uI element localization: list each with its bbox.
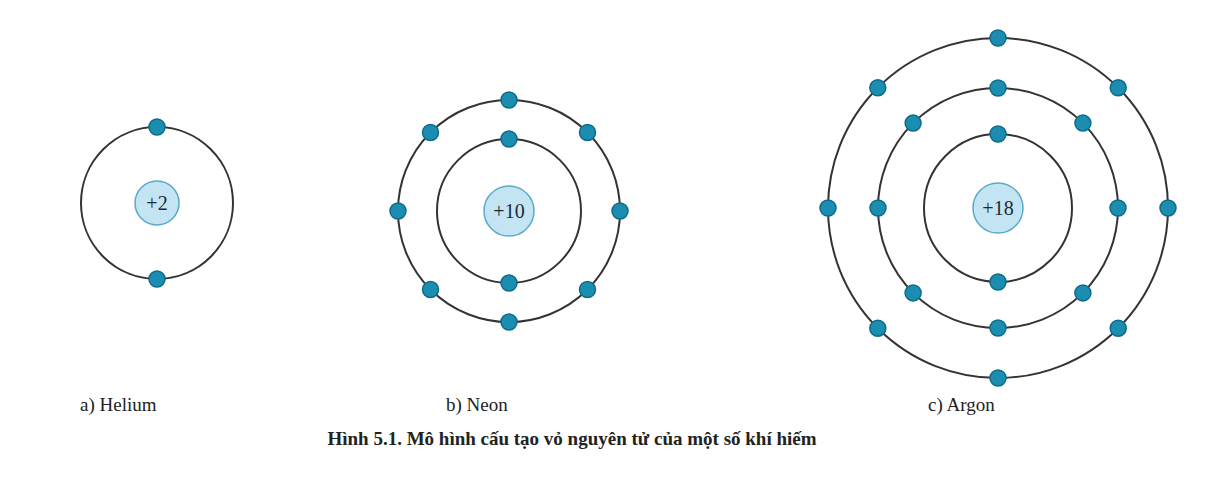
electron — [1075, 285, 1091, 301]
electron-shell — [437, 139, 581, 283]
nucleus-circle: +2 — [133, 179, 181, 227]
nucleus-charge: +10 — [493, 200, 524, 223]
nucleus-circle: +10 — [482, 184, 536, 238]
electron — [990, 30, 1006, 46]
electron — [1075, 115, 1091, 131]
atom-name: a) Helium — [80, 394, 157, 416]
electron — [990, 126, 1006, 142]
nucleus-shape — [135, 181, 179, 225]
electron — [423, 125, 439, 141]
figure-caption: Hình 5.1. Mô hình cấu tạo vỏ nguyên tử c… — [327, 428, 816, 450]
electron — [870, 200, 886, 216]
electron — [501, 275, 517, 291]
nucleus-text-holder: +18 — [971, 181, 1025, 235]
electron — [1110, 80, 1126, 96]
electron-shell — [828, 38, 1168, 378]
electron — [390, 203, 406, 219]
nucleus-circle: +18 — [971, 181, 1025, 235]
electron — [905, 285, 921, 301]
electron — [990, 274, 1006, 290]
electron — [1110, 200, 1126, 216]
electron — [501, 314, 517, 330]
electron — [501, 92, 517, 108]
electron — [149, 119, 165, 135]
electron — [870, 320, 886, 336]
electron-shell — [924, 134, 1072, 282]
nucleus-text-holder: +10 — [482, 184, 536, 238]
electron — [990, 80, 1006, 96]
nucleus-shape — [484, 186, 534, 236]
nucleus-shape — [973, 183, 1023, 233]
electron — [990, 370, 1006, 386]
electron — [990, 320, 1006, 336]
electron-shells — [81, 38, 1168, 378]
atom-name: c) Argon — [928, 394, 995, 416]
electron — [1160, 200, 1176, 216]
electron-shell — [81, 127, 233, 279]
electron-shell — [878, 88, 1118, 328]
electron — [501, 131, 517, 147]
electron — [580, 282, 596, 298]
nucleus-text-holder: +2 — [133, 179, 181, 227]
electron — [1110, 320, 1126, 336]
electron — [612, 203, 628, 219]
electron — [870, 80, 886, 96]
electrons — [149, 30, 1176, 386]
electron — [820, 200, 836, 216]
atom-name: b) Neon — [446, 394, 508, 416]
electron-shell — [398, 100, 620, 322]
nucleus-charge: +18 — [982, 197, 1013, 220]
electron — [149, 271, 165, 287]
nucleus-charge: +2 — [146, 192, 167, 215]
electron — [580, 125, 596, 141]
electron — [423, 282, 439, 298]
electron — [905, 115, 921, 131]
